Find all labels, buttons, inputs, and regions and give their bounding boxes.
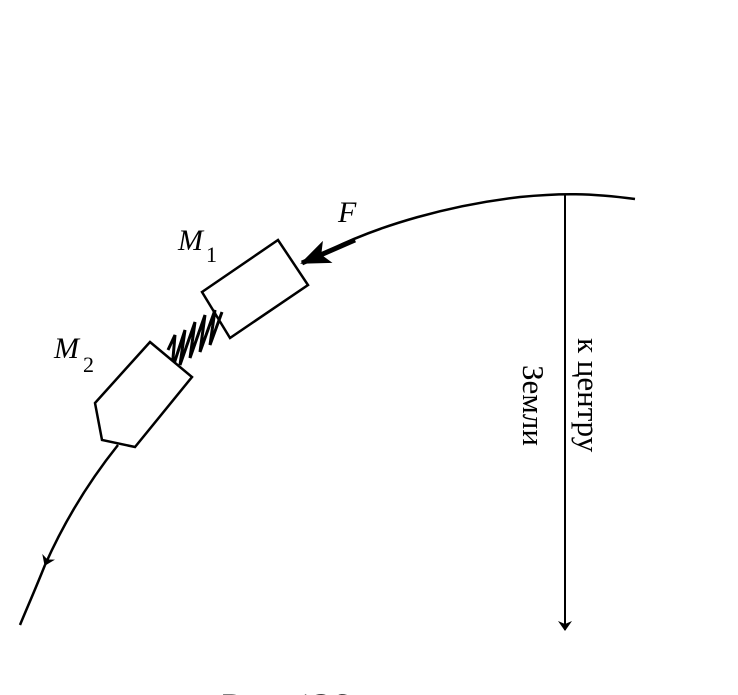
figure-caption: Рис. 136: [222, 686, 349, 695]
force-label: F: [337, 196, 357, 229]
direction-label-line2: Земли: [516, 365, 551, 446]
orbit-arc-lower: [42, 444, 119, 566]
orbit-arc-upper: [329, 192, 636, 252]
mass-1-subscript: 1: [206, 242, 217, 267]
mass-1-block: [200, 238, 310, 340]
mass-2-subscript: 2: [83, 352, 94, 377]
direction-label-line1: к центру: [571, 338, 606, 453]
mass-2-label: M: [53, 332, 81, 365]
mass-1-label: M: [177, 224, 205, 257]
mass-2-block: [93, 340, 194, 449]
orbit-arc-tail: [18, 564, 47, 626]
force-arrow: [300, 237, 356, 266]
spring: [166, 309, 224, 371]
